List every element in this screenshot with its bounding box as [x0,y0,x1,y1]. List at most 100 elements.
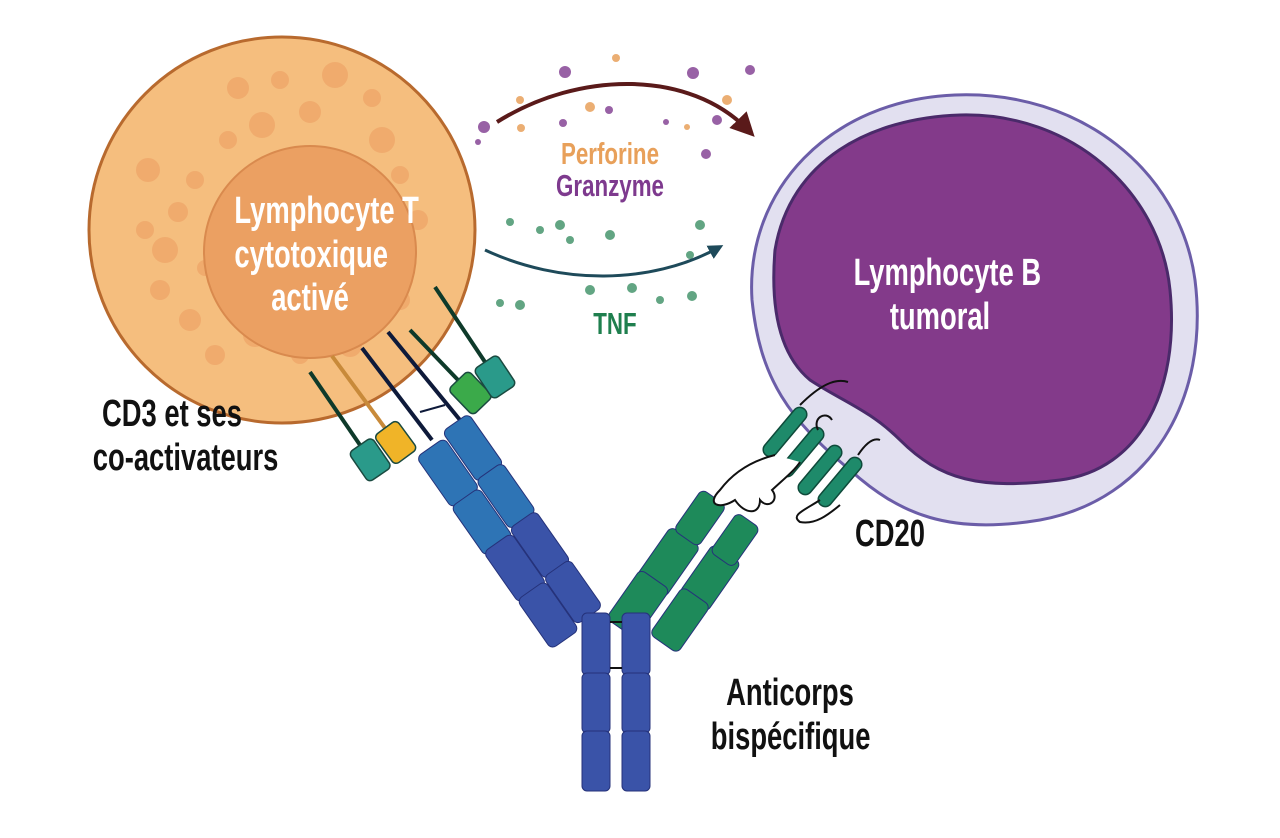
tnf-particle [536,226,544,234]
tnf-arrow [484,245,724,278]
antibody-right-4 [651,588,709,652]
antibody-left-ch2 [518,582,578,648]
b-cell-label: Lymphocyte B tumoral [853,252,1042,339]
granule [186,171,204,189]
cd3-domain-box [449,371,492,415]
granzyme-particle [605,106,613,114]
cd20-tail [799,380,849,406]
granule [369,127,395,153]
cd20-loop [815,414,833,431]
perforine-label: Perforine [560,136,659,171]
granzyme-particle [745,65,755,75]
tnf-particle [515,300,525,310]
antibody-right-6-box [711,514,759,566]
cd3-label-line-1: CD3 et ses [102,393,242,435]
granule [205,345,225,365]
cd20-tail [857,438,881,456]
cd20-helix-3-shape [797,444,843,496]
granzyme-particle [712,115,722,125]
cd3-domain [349,438,391,482]
granzyme-particle [663,119,669,125]
antibody-fc-right-3 [621,730,651,792]
granule [136,221,154,239]
granzyme-label: Granzyme [556,168,664,203]
granule [363,89,381,107]
t-cell [87,35,477,425]
antibody-link [419,404,446,413]
bispecific-antibody [360,330,759,792]
cd3-domain [474,355,516,399]
perforine-particle [517,124,525,132]
cd3-stalk [330,354,387,430]
b-cell-body [772,113,1173,486]
perforine-particle [612,54,620,62]
granule [152,237,178,263]
cd20-receptor [712,380,881,524]
antibody-fc-left-3 [581,730,611,792]
cd20-extracellular-loop [712,454,801,513]
granule [136,158,160,182]
perforine-particle [684,124,690,130]
tnf-label: TNF [593,306,637,341]
tnf-particle [585,285,595,295]
antibody-fc-right-2 [621,672,651,734]
cd3-stalk [408,328,460,382]
perforine-particle [722,95,732,105]
tnf-particle [496,299,504,307]
granule [168,202,188,222]
granule [271,71,289,89]
perforine-granzyme-arrow [495,82,755,137]
antibody-right-6 [711,514,759,566]
cd3-label: CD3 et ses co-activateurs [93,393,279,480]
cd3-domain [449,371,492,415]
t-cell-label: Lymphocyte T cytotoxique activé [234,190,419,321]
tnf-particle [656,296,664,304]
tnf-particle [695,220,705,230]
tnf-particle [686,251,694,259]
b-cell-label-line-2: tumoral [889,295,991,338]
granzyme-particle [478,121,490,133]
perforine-particle [516,96,524,104]
perforine-particle [585,102,595,112]
granule [249,112,275,138]
cd20-helix-1 [762,406,808,458]
antibody-right-4-box [651,588,709,652]
tnf-particle [506,218,514,226]
antibody-label: Anticorps bispécifique [710,672,871,759]
tnf-particle [627,283,637,293]
granzyme-particle [559,119,567,127]
granule [179,309,201,331]
cd3-receptor-complex [308,285,516,482]
granzyme-particle [559,66,571,78]
granule [219,131,237,149]
cd3-domain-box [349,438,391,482]
granule [322,62,348,88]
b-cell [750,93,1199,527]
cd3-domain-box [474,355,516,399]
tnf-particle [566,236,574,244]
granzyme-particle [475,139,481,145]
tnf-particle [687,291,697,301]
antibody-label-line-2: bispécifique [710,715,871,758]
antibody-left-ch2-box [518,582,578,648]
antibody-fc-left-1 [581,612,611,676]
tnf-particle [605,230,615,240]
antibody-anchor [386,330,462,422]
b-cell-label-line-1: Lymphocyte B [853,252,1042,294]
granule [299,101,321,123]
antibody-fc-left-2 [581,672,611,734]
cd20-helix-4-shape [817,456,863,508]
t-cell-label-line-2: cytotoxique [234,233,388,276]
cd3-domain [374,420,417,465]
tnf-particle [555,220,565,230]
granzyme-particle [701,149,711,159]
antibody-fc-right-1 [621,612,651,676]
cd3-stalk [433,285,487,364]
granzyme-particle [687,67,699,79]
t-cell-label-line-1: Lymphocyte T [234,190,419,232]
t-cell-label-line-3: activé [271,277,349,320]
cd20-helix-3 [797,444,843,496]
cd3-stalk [308,370,362,447]
